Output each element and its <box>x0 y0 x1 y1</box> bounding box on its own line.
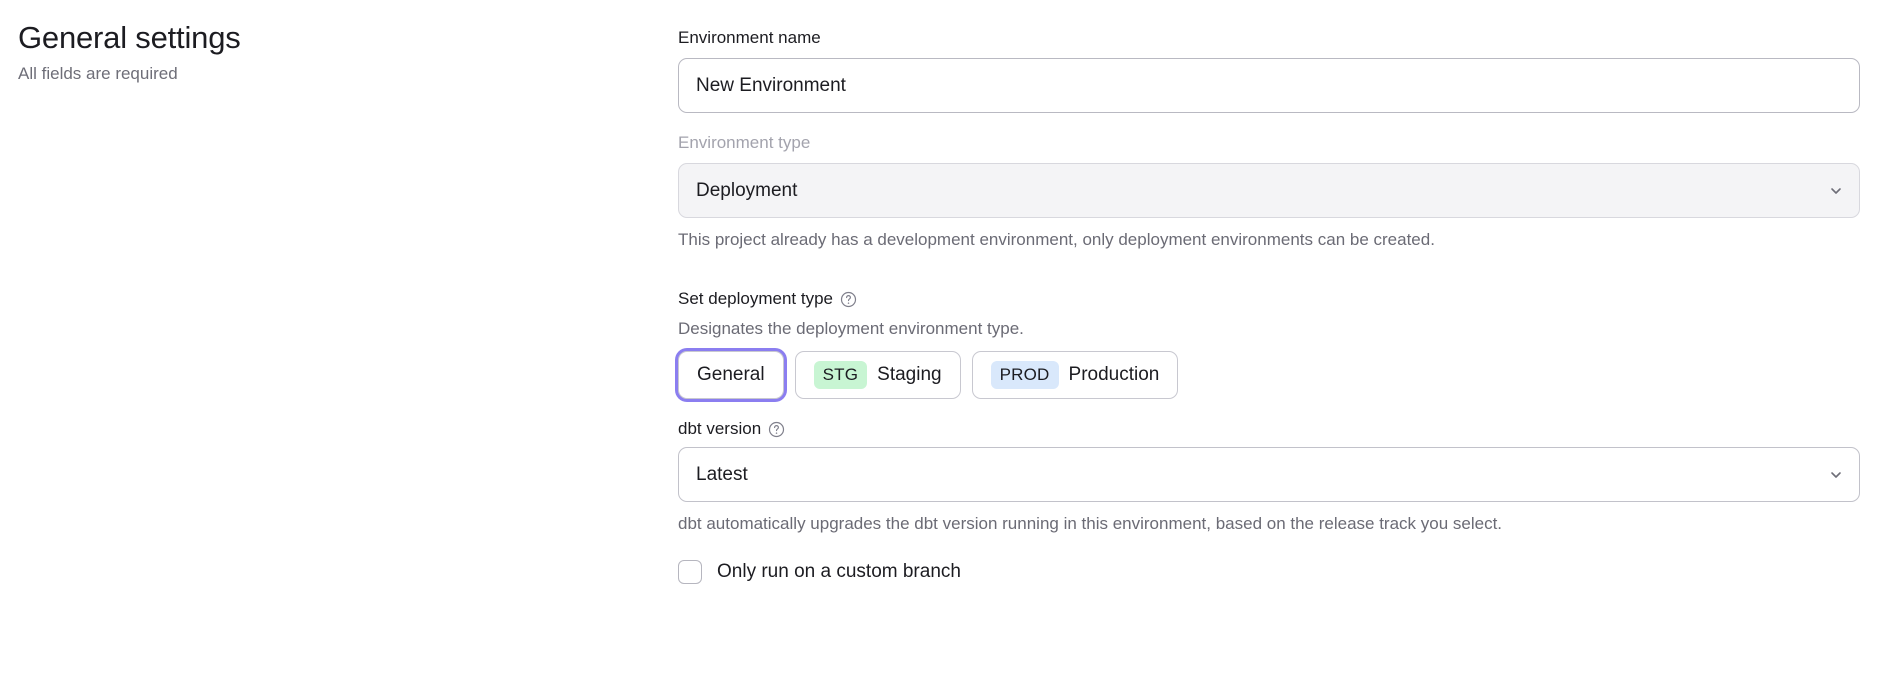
deployment-type-field: Set deployment type Designates the deplo… <box>678 287 1860 399</box>
deployment-type-description: Designates the deployment environment ty… <box>678 319 1024 338</box>
environment-type-select[interactable]: Deployment <box>678 163 1860 218</box>
spacer <box>678 399 1860 417</box>
help-circle-icon[interactable] <box>840 291 857 308</box>
dbt-version-label: dbt version <box>678 419 762 438</box>
environment-name-field: Environment name <box>678 26 1860 113</box>
deployment-type-option-staging[interactable]: STG Staging <box>794 351 961 399</box>
chevron-down-icon <box>1828 467 1844 483</box>
custom-branch-row: Only run on a custom branch <box>678 560 1860 584</box>
environment-type-value: Deployment <box>696 179 798 201</box>
dbt-version-label-row: dbt version <box>678 417 1860 441</box>
deployment-type-option-general[interactable]: General <box>678 351 784 399</box>
spacer <box>678 113 1860 131</box>
chevron-down-icon <box>1828 183 1844 199</box>
deployment-type-option-production[interactable]: PROD Production <box>971 351 1179 399</box>
environment-type-field: Environment type Deployment This project… <box>678 131 1860 252</box>
dbt-version-field: dbt version Latest dbt automatically upg… <box>678 417 1860 536</box>
spacer <box>678 269 1860 287</box>
settings-description-column: General settings All fields are required <box>0 0 678 86</box>
environment-name-label: Environment name <box>678 28 821 47</box>
custom-branch-label[interactable]: Only run on a custom branch <box>717 561 961 582</box>
deployment-type-option-production-label: Production <box>1068 364 1160 385</box>
dbt-version-helper: dbt automatically upgrades the dbt versi… <box>678 514 1503 533</box>
settings-form-column: Environment name Environment type Deploy… <box>678 0 1890 584</box>
staging-badge: STG <box>813 361 868 389</box>
production-badge: PROD <box>990 361 1059 389</box>
deployment-type-label: Set deployment type <box>678 289 833 308</box>
environment-name-input[interactable] <box>678 58 1860 113</box>
custom-branch-checkbox[interactable] <box>678 560 702 584</box>
environment-type-label: Environment type <box>678 133 811 152</box>
deployment-type-options: General STG Staging PROD Production <box>678 351 1860 399</box>
environment-type-helper: This project already has a development e… <box>678 230 1435 249</box>
dbt-version-select[interactable]: Latest <box>678 447 1860 502</box>
deployment-type-label-row: Set deployment type <box>678 287 1860 311</box>
deployment-type-option-general-label: General <box>697 364 765 385</box>
help-circle-icon[interactable] <box>768 421 785 438</box>
dbt-version-value: Latest <box>696 463 748 485</box>
page-title: General settings <box>18 20 241 55</box>
page-subtitle: All fields are required <box>18 64 178 83</box>
deployment-type-option-staging-label: Staging <box>877 364 942 385</box>
